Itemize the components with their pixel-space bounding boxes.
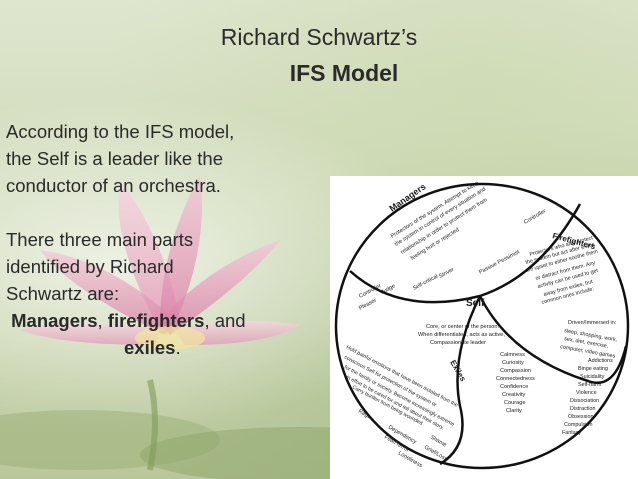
body-line: conductor of an orchestra. — [6, 175, 221, 196]
self-text: When differentiated, acts as active, — [418, 332, 505, 338]
firefighters-trait: Fantasy — [562, 430, 581, 436]
self-text: Compassionate leader — [430, 340, 486, 346]
exiles-trait: Shame — [429, 435, 447, 449]
firefighters-trait: Obsession — [568, 414, 593, 420]
part-firefighters: firefighters — [107, 310, 205, 331]
firefighters-trait: Distraction — [570, 406, 595, 412]
period: . — [175, 337, 181, 358]
body-line: the Self is a leader like the — [6, 148, 223, 169]
managers-trait: Controller — [523, 208, 547, 225]
self-heading: Self — [466, 298, 485, 309]
body-line: There three main parts — [6, 229, 194, 250]
diagram-divider — [439, 295, 482, 466]
self-quality: Clarity — [506, 408, 522, 414]
self-quality: Calmness — [500, 352, 525, 358]
parts-list-line: exiles. — [6, 334, 326, 361]
firefighters-trait: Addictions — [588, 358, 613, 364]
self-quality: Compassion — [500, 368, 531, 374]
diagram-divider — [478, 295, 628, 384]
part-exiles: exiles — [124, 337, 176, 358]
self-quality: Creativity — [502, 392, 526, 398]
slide-title-line2: IFS Model — [289, 60, 399, 86]
exiles-heading: Exiles — [448, 359, 468, 384]
exiles-trait: Rage — [357, 409, 372, 421]
firefighters-trait: Driven/Immersed in: — [568, 320, 616, 326]
self-quality: Courage — [504, 400, 525, 406]
part-managers: Managers — [11, 310, 98, 331]
slide-title-line1: Richard Schwartz’s — [220, 24, 418, 50]
ifs-diagram: Managers Protectors of the system. Attem… — [330, 176, 638, 479]
firefighters-trait: Suicidality — [580, 374, 605, 380]
firefighters-trait: Binge eating — [578, 366, 608, 372]
self-quality: Connectedness — [496, 376, 535, 382]
diagram-outer-circle — [334, 182, 630, 470]
managers-trait: Striver — [438, 267, 455, 280]
managers-trait: Self-critical — [412, 274, 439, 292]
separator: , — [97, 310, 108, 331]
parts-list-line: Managers, firefighters, and — [6, 307, 326, 334]
ifs-diagram-svg: Managers Protectors of the system. Attem… — [334, 180, 630, 470]
self-text: Core, or center of the person. — [426, 324, 500, 330]
slide-body-text: According to the IFS model, the Self is … — [6, 118, 326, 361]
body-line: Schwartz are: — [6, 283, 120, 304]
firefighters-trait: Self-harm — [578, 382, 602, 388]
self-quality: Confidence — [500, 384, 528, 390]
body-line: According to the IFS model, — [6, 121, 235, 142]
firefighters-trait: Violence — [576, 390, 597, 396]
body-line: identified by Richard — [6, 256, 174, 277]
firefighters-trait: Compulsion — [564, 422, 592, 428]
firefighters-trait: Dissociation — [570, 398, 599, 404]
self-quality: Curiosity — [502, 360, 524, 366]
separator: , and — [204, 310, 246, 331]
managers-trait: Passive Pessimist — [478, 249, 521, 276]
